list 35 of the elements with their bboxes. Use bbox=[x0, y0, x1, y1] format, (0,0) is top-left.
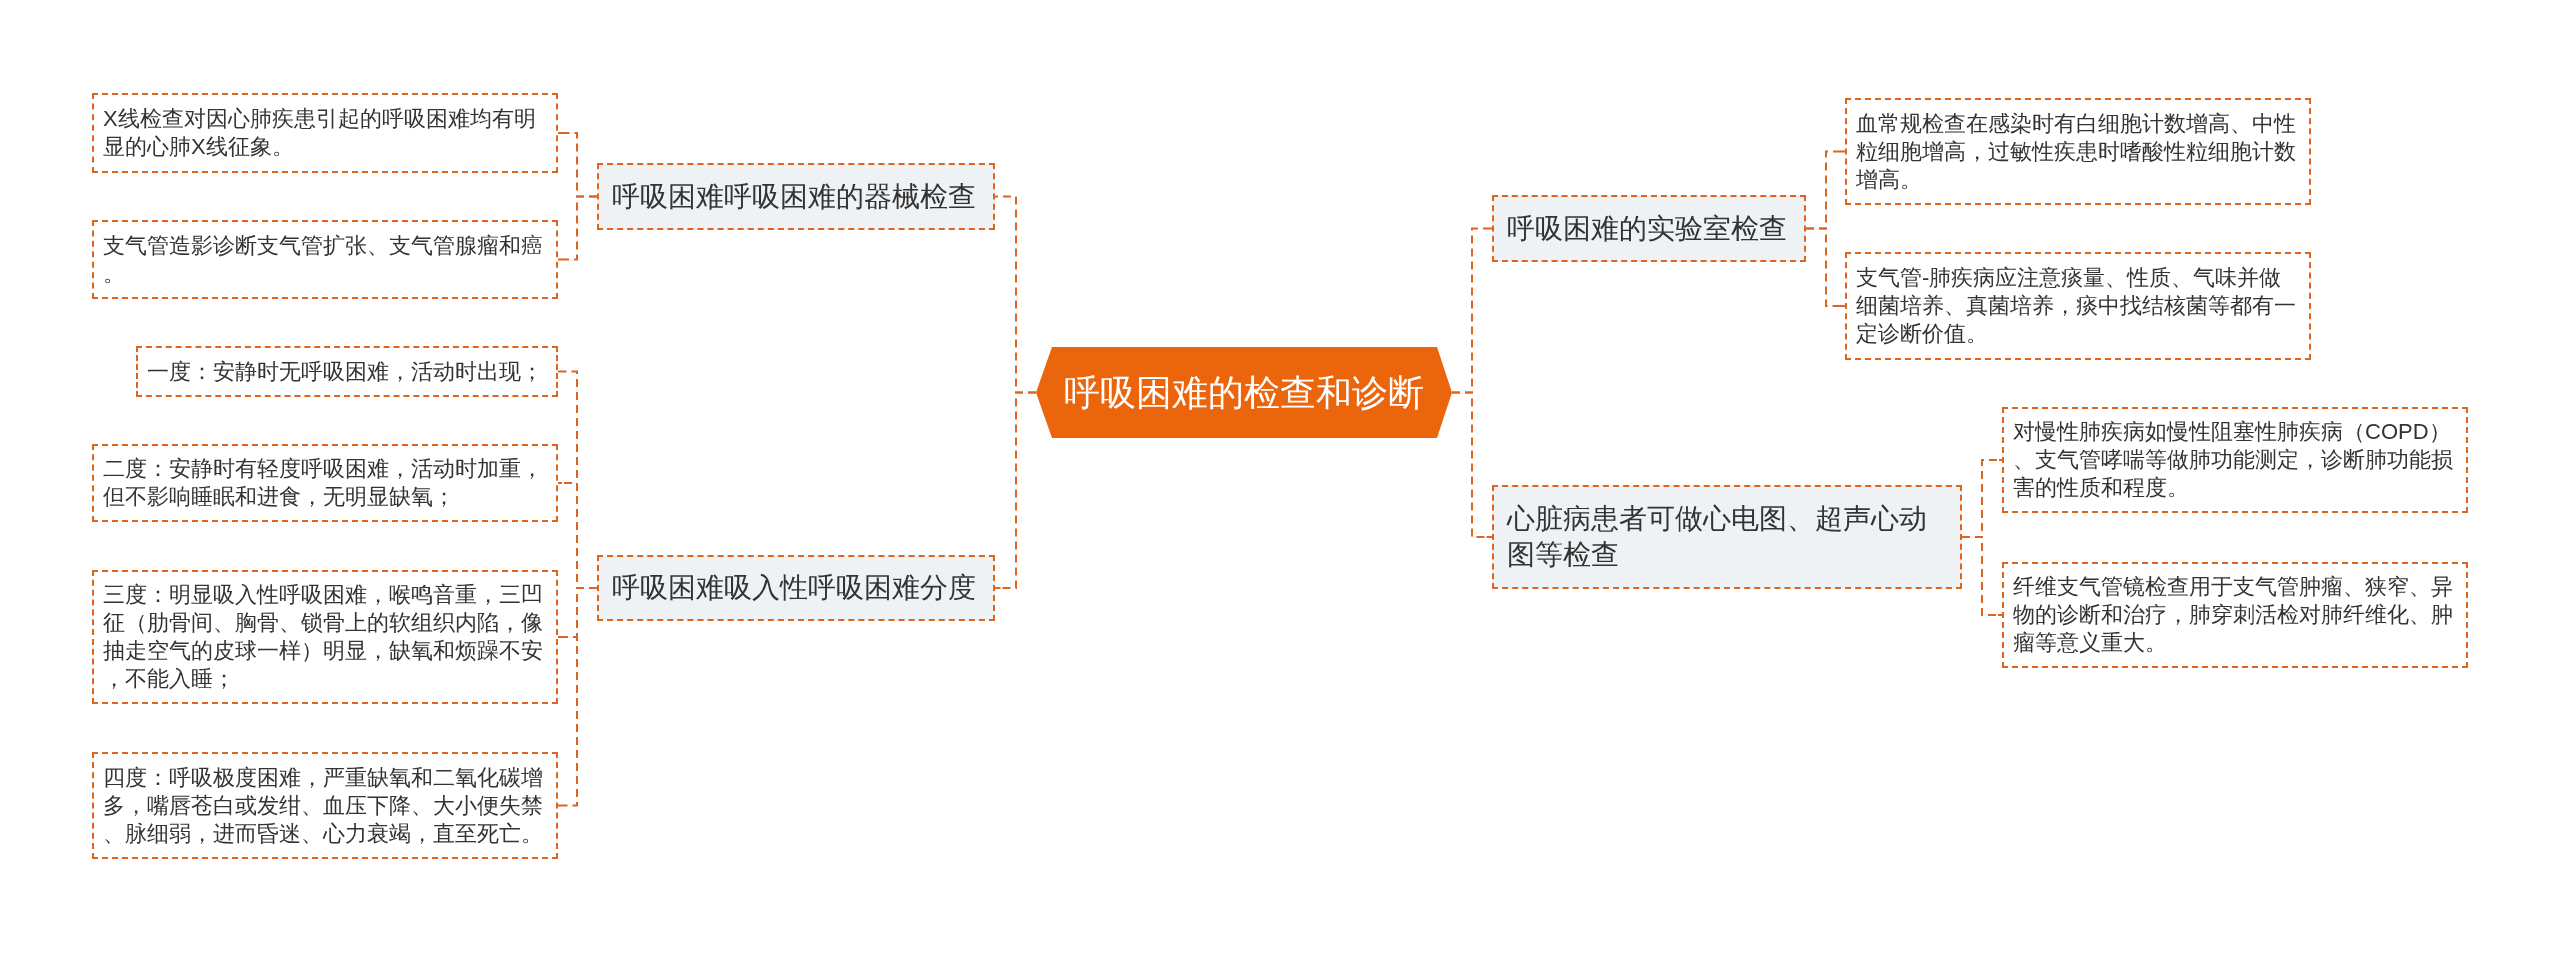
detail-note-text: 四度：呼吸极度困难，严重缺氧和二氧化碳增多，嘴唇苍白或发绀、血压下降、大小便失禁、脉细弱，进而昏迷、心力衰竭，直至死亡。 bbox=[103, 763, 544, 848]
detail-note-card bbox=[92, 444, 558, 522]
connector-line bbox=[994, 391, 1037, 589]
detail-note-card bbox=[1845, 252, 2311, 360]
connector-line bbox=[1805, 227, 1846, 307]
detail-note-text: 支气管造影诊断支气管扩张、支气管腺瘤和癌。 bbox=[103, 231, 544, 288]
subtopic-text: 呼吸困难吸入性呼吸困难分度 bbox=[612, 571, 977, 605]
subtopic-text: 心脏病患者可做心电图、超声心动图等检查 bbox=[1507, 502, 1928, 572]
detail-note-text: 支气管-肺疾病应注意痰量、性质、气味并做细菌培养、真菌培养，痰中找结核菌等都有一定诊断价值。 bbox=[1856, 264, 2297, 348]
detail-note-card bbox=[92, 570, 558, 704]
detail-note-text: 纤维支气管镜检查用于支气管肿瘤、狭窄、异物的诊断和治疗，肺穿刺活检对肺纤维化、肿瘤等意义重大。 bbox=[2013, 573, 2454, 657]
detail-note-card bbox=[136, 346, 558, 397]
detail-note-card bbox=[92, 220, 558, 299]
detail-note-text: X线检查对因心肺疾患引起的呼吸困难均有明显的心肺X线征象。 bbox=[103, 105, 537, 161]
detail-note-card bbox=[92, 93, 558, 173]
detail-note-text: 一度：安静时无呼吸困难，活动时出现； bbox=[147, 357, 544, 386]
subtopic-card bbox=[1492, 485, 1962, 589]
detail-note-card bbox=[2002, 562, 2468, 668]
subtopic-card bbox=[597, 163, 995, 230]
subtopic-text: 呼吸困难的实验室检查 bbox=[1507, 211, 1788, 246]
connector-line bbox=[557, 587, 598, 807]
detail-note-text: 血常规检查在感染时有白细胞计数增高、中性粒细胞增高，过敏性疾患时嗜酸性粒细胞计数增高。 bbox=[1856, 109, 2297, 194]
central-topic-text: 呼吸困难的检查和诊断 bbox=[1064, 370, 1424, 415]
detail-note-text: 三度：明显吸入性呼吸困难，喉鸣音重，三凹征（肋骨间、胸骨、锁骨上的软组织内陷，像抽走空气的皮球一样）明显，缺氧和烦躁不安，不能入睡； bbox=[103, 581, 544, 693]
detail-note-card bbox=[92, 752, 558, 859]
detail-note-text: 对慢性肺疾病如慢性阻塞性肺疾病（COPD）、支气管哮喘等做肺功能测定，诊断肺功能损害的性质和程度。 bbox=[2013, 418, 2454, 502]
connector-line bbox=[557, 195, 598, 261]
subtopic-card bbox=[597, 555, 995, 621]
subtopic-text: 呼吸困难呼吸困难的器械检查 bbox=[612, 179, 977, 214]
detail-note-card bbox=[2002, 407, 2468, 513]
connector-line bbox=[1961, 536, 2003, 616]
detail-note-text: 二度：安静时有轻度呼吸困难，活动时加重，但不影响睡眠和进食，无明显缺氧； bbox=[103, 455, 544, 511]
detail-note-card bbox=[1845, 98, 2311, 205]
connector-line bbox=[1451, 391, 1493, 538]
subtopic-card bbox=[1492, 195, 1806, 262]
